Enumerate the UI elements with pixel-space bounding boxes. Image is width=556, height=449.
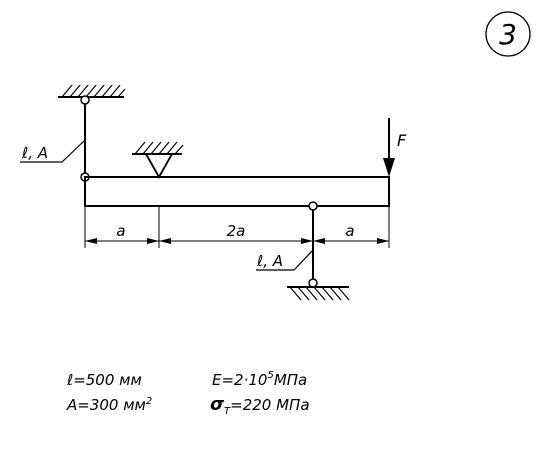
given-area: A=300 мм2	[66, 396, 152, 414]
lower-rod-leader	[256, 249, 314, 271]
lower-rod-label: ℓ, A	[256, 252, 283, 270]
given-length: ℓ=500 мм	[66, 371, 142, 389]
dimension-middle-label: 2a	[227, 222, 246, 240]
upper-rod-label: ℓ, A	[21, 144, 48, 162]
dimension-arrows	[85, 238, 389, 244]
dimension-left-label: a	[116, 222, 125, 240]
upper-rod-leader	[20, 139, 86, 163]
upper-hinge	[80, 95, 90, 105]
lower-support-hatching	[289, 286, 350, 301]
force-arrow: F	[383, 118, 407, 177]
given-modulus: E=2·105МПа	[212, 370, 307, 389]
upper-rod-label-group: ℓ, A	[20, 139, 86, 163]
force-label: F	[397, 131, 407, 150]
beam	[84, 176, 390, 207]
given-yield-stress: σT=220 МПа	[210, 394, 310, 417]
pin-support-hatching	[134, 141, 184, 155]
lower-hinge	[308, 278, 318, 288]
upper-support	[58, 84, 126, 105]
problem-number-badge: 3	[485, 11, 531, 57]
problem-number-circle	[485, 11, 531, 57]
lower-support	[287, 286, 350, 301]
right-beam-hinge	[308, 201, 318, 211]
force-arrowhead	[383, 158, 395, 177]
dimension-right-label: a	[345, 222, 354, 240]
pin-support	[132, 141, 184, 179]
lower-rod-label-group: ℓ, A	[256, 249, 314, 271]
pin-support-triangle	[145, 153, 173, 179]
upper-support-hatching	[61, 84, 126, 98]
problem-number: 3	[499, 18, 517, 51]
given-data: ℓ=500 мм A=300 мм2 E=2·105МПа σT=220 МПа	[66, 370, 310, 417]
